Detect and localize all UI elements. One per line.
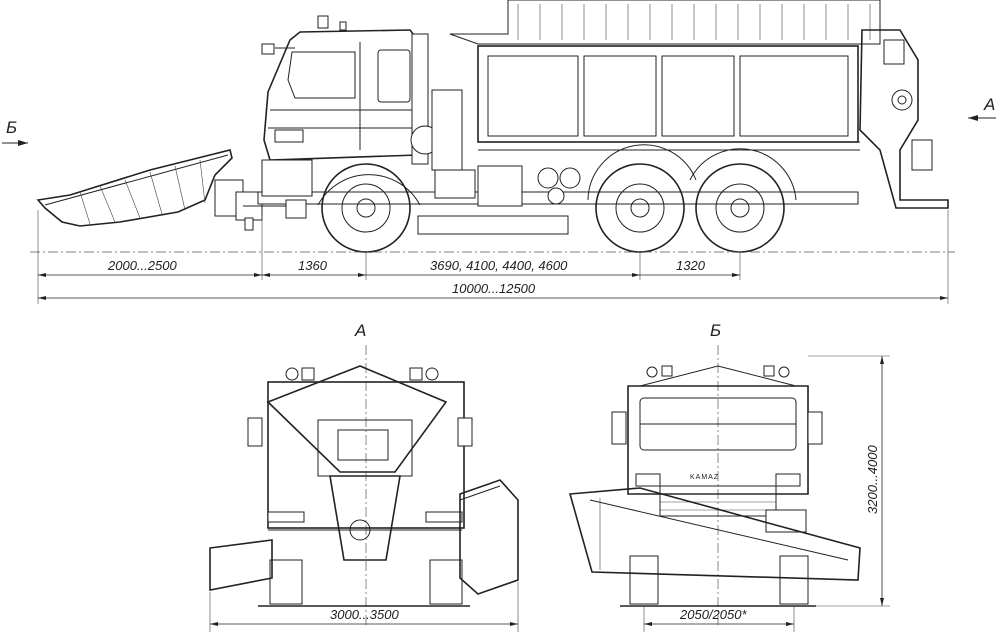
brand-text: KAMAZ: [690, 474, 719, 481]
dim-rear-width: 3000...3500: [330, 607, 399, 622]
intake-stack: [410, 33, 463, 171]
rear-view-a: А 3000...3500: [209, 321, 519, 632]
rear-spreader: [859, 29, 949, 209]
dim-rear-axle-spacing: 1320: [676, 258, 706, 273]
front-view-b: Б KAMAZ 3200...4: [568, 321, 890, 632]
dim-plow-overhang: 2000...2500: [107, 258, 177, 273]
dump-body: [449, 0, 881, 151]
fuel-tank: [477, 165, 523, 207]
view-b-title: Б: [710, 321, 721, 340]
rear-wheel-1: [595, 163, 685, 253]
view-a-marker: А: [983, 95, 995, 114]
view-b-marker: Б: [6, 118, 17, 137]
dim-wheelbase: 3690, 4100, 4400, 4600: [430, 258, 568, 273]
cab: [261, 15, 419, 219]
side-dimensions: 2000...2500 1360 3690, 4100, 4400, 4600 …: [37, 210, 949, 304]
dim-height: 3200...4000: [865, 445, 880, 514]
front-wheel: [317, 163, 421, 253]
rear-wheel-2: [695, 163, 785, 253]
dim-total-length: 10000...12500: [452, 281, 536, 296]
view-a-arrow: А: [968, 95, 996, 121]
plow-blade: [36, 149, 290, 231]
dim-front-overhang: 1360: [298, 258, 328, 273]
view-b-arrow: Б: [2, 118, 28, 146]
dim-front-width: 2050/2050*: [679, 607, 747, 622]
side-view: Б А: [2, 0, 996, 304]
view-a-title: А: [354, 321, 366, 340]
